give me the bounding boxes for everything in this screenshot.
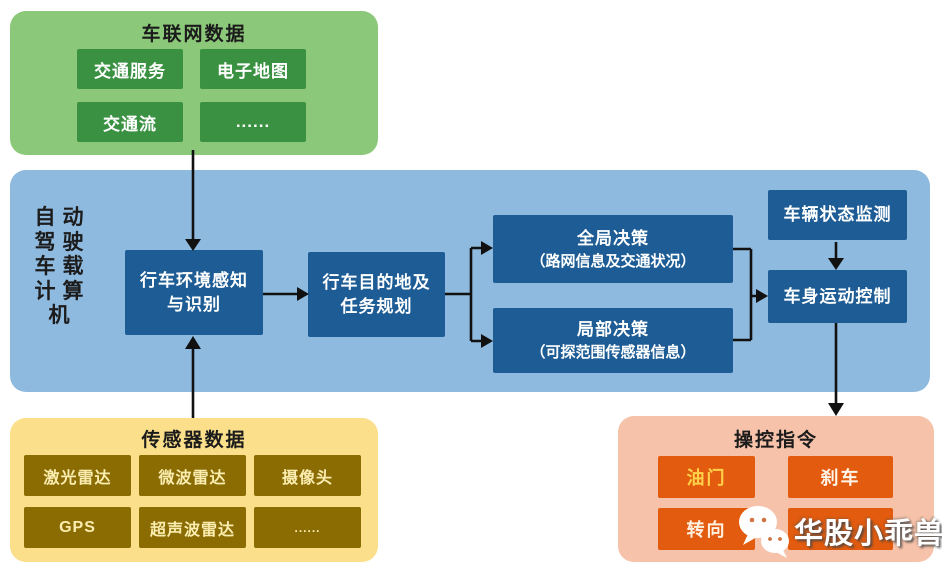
label-row: 车载 xyxy=(34,255,91,278)
sensor-item-ultrasonic-radar: 超声波雷达 xyxy=(139,507,246,548)
onboard-computer-label: 自动 驾驶 车载 计算 机 xyxy=(24,206,94,329)
node-vehicle-status-monitor: 车辆状态监测 xyxy=(768,190,907,240)
node-destination-planning: 行车目的地及 任务规划 xyxy=(308,252,445,337)
command-item-throttle: 油门 xyxy=(658,456,755,498)
label-row: 驾驶 xyxy=(34,230,91,254)
node-environment-perception: 行车环境感知 与识别 xyxy=(125,250,263,335)
label-row: 机 xyxy=(48,304,77,327)
command-item-obscured xyxy=(788,508,893,550)
iov-panel-title: 车联网数据 xyxy=(141,24,247,45)
sensor-item-microwave-radar: 微波雷达 xyxy=(139,455,246,496)
iov-item-traffic-flow: 交通流 xyxy=(77,102,183,142)
node-global-decision: 全局决策 （路网信息及交通状况） xyxy=(493,215,733,283)
watermark-text: 华股小乖兽 xyxy=(794,518,942,550)
iov-data-panel: 车联网数据 交通服务 电子地图 交通流 ...... xyxy=(10,11,378,155)
label-row: 计算 xyxy=(34,279,91,303)
sensor-data-panel: 传感器数据 激光雷达 微波雷达 摄像头 GPS 超声波雷达 ...... xyxy=(10,418,378,562)
node-local-decision: 局部决策 （可探范围传感器信息） xyxy=(493,308,733,373)
iov-item-ellipsis: ...... xyxy=(200,102,306,142)
sensor-item-camera: 摄像头 xyxy=(254,455,361,496)
sensor-item-lidar: 激光雷达 xyxy=(24,455,131,496)
sensor-panel-title: 传感器数据 xyxy=(141,430,247,451)
watermark: 华股小乖兽 xyxy=(738,498,942,564)
control-commands-panel: 操控指令 油门 刹车 转向 xyxy=(618,416,934,562)
iov-item-traffic-service: 交通服务 xyxy=(77,49,183,89)
sensor-item-ellipsis: ...... xyxy=(254,507,361,548)
command-item-brake: 刹车 xyxy=(788,456,893,498)
label-row: 自动 xyxy=(34,206,91,229)
node-body-motion-control: 车身运动控制 xyxy=(768,270,907,323)
wechat-icon xyxy=(738,500,790,563)
onboard-computer-panel: 自动 驾驶 车载 计算 机 行车环境感知 与识别 行车目的地及 任务规划 全局决… xyxy=(10,170,930,392)
iov-item-digital-map: 电子地图 xyxy=(200,49,306,89)
commands-panel-title: 操控指令 xyxy=(733,430,818,451)
sensor-item-gps: GPS xyxy=(24,507,131,548)
command-item-steering: 转向 xyxy=(658,508,755,550)
